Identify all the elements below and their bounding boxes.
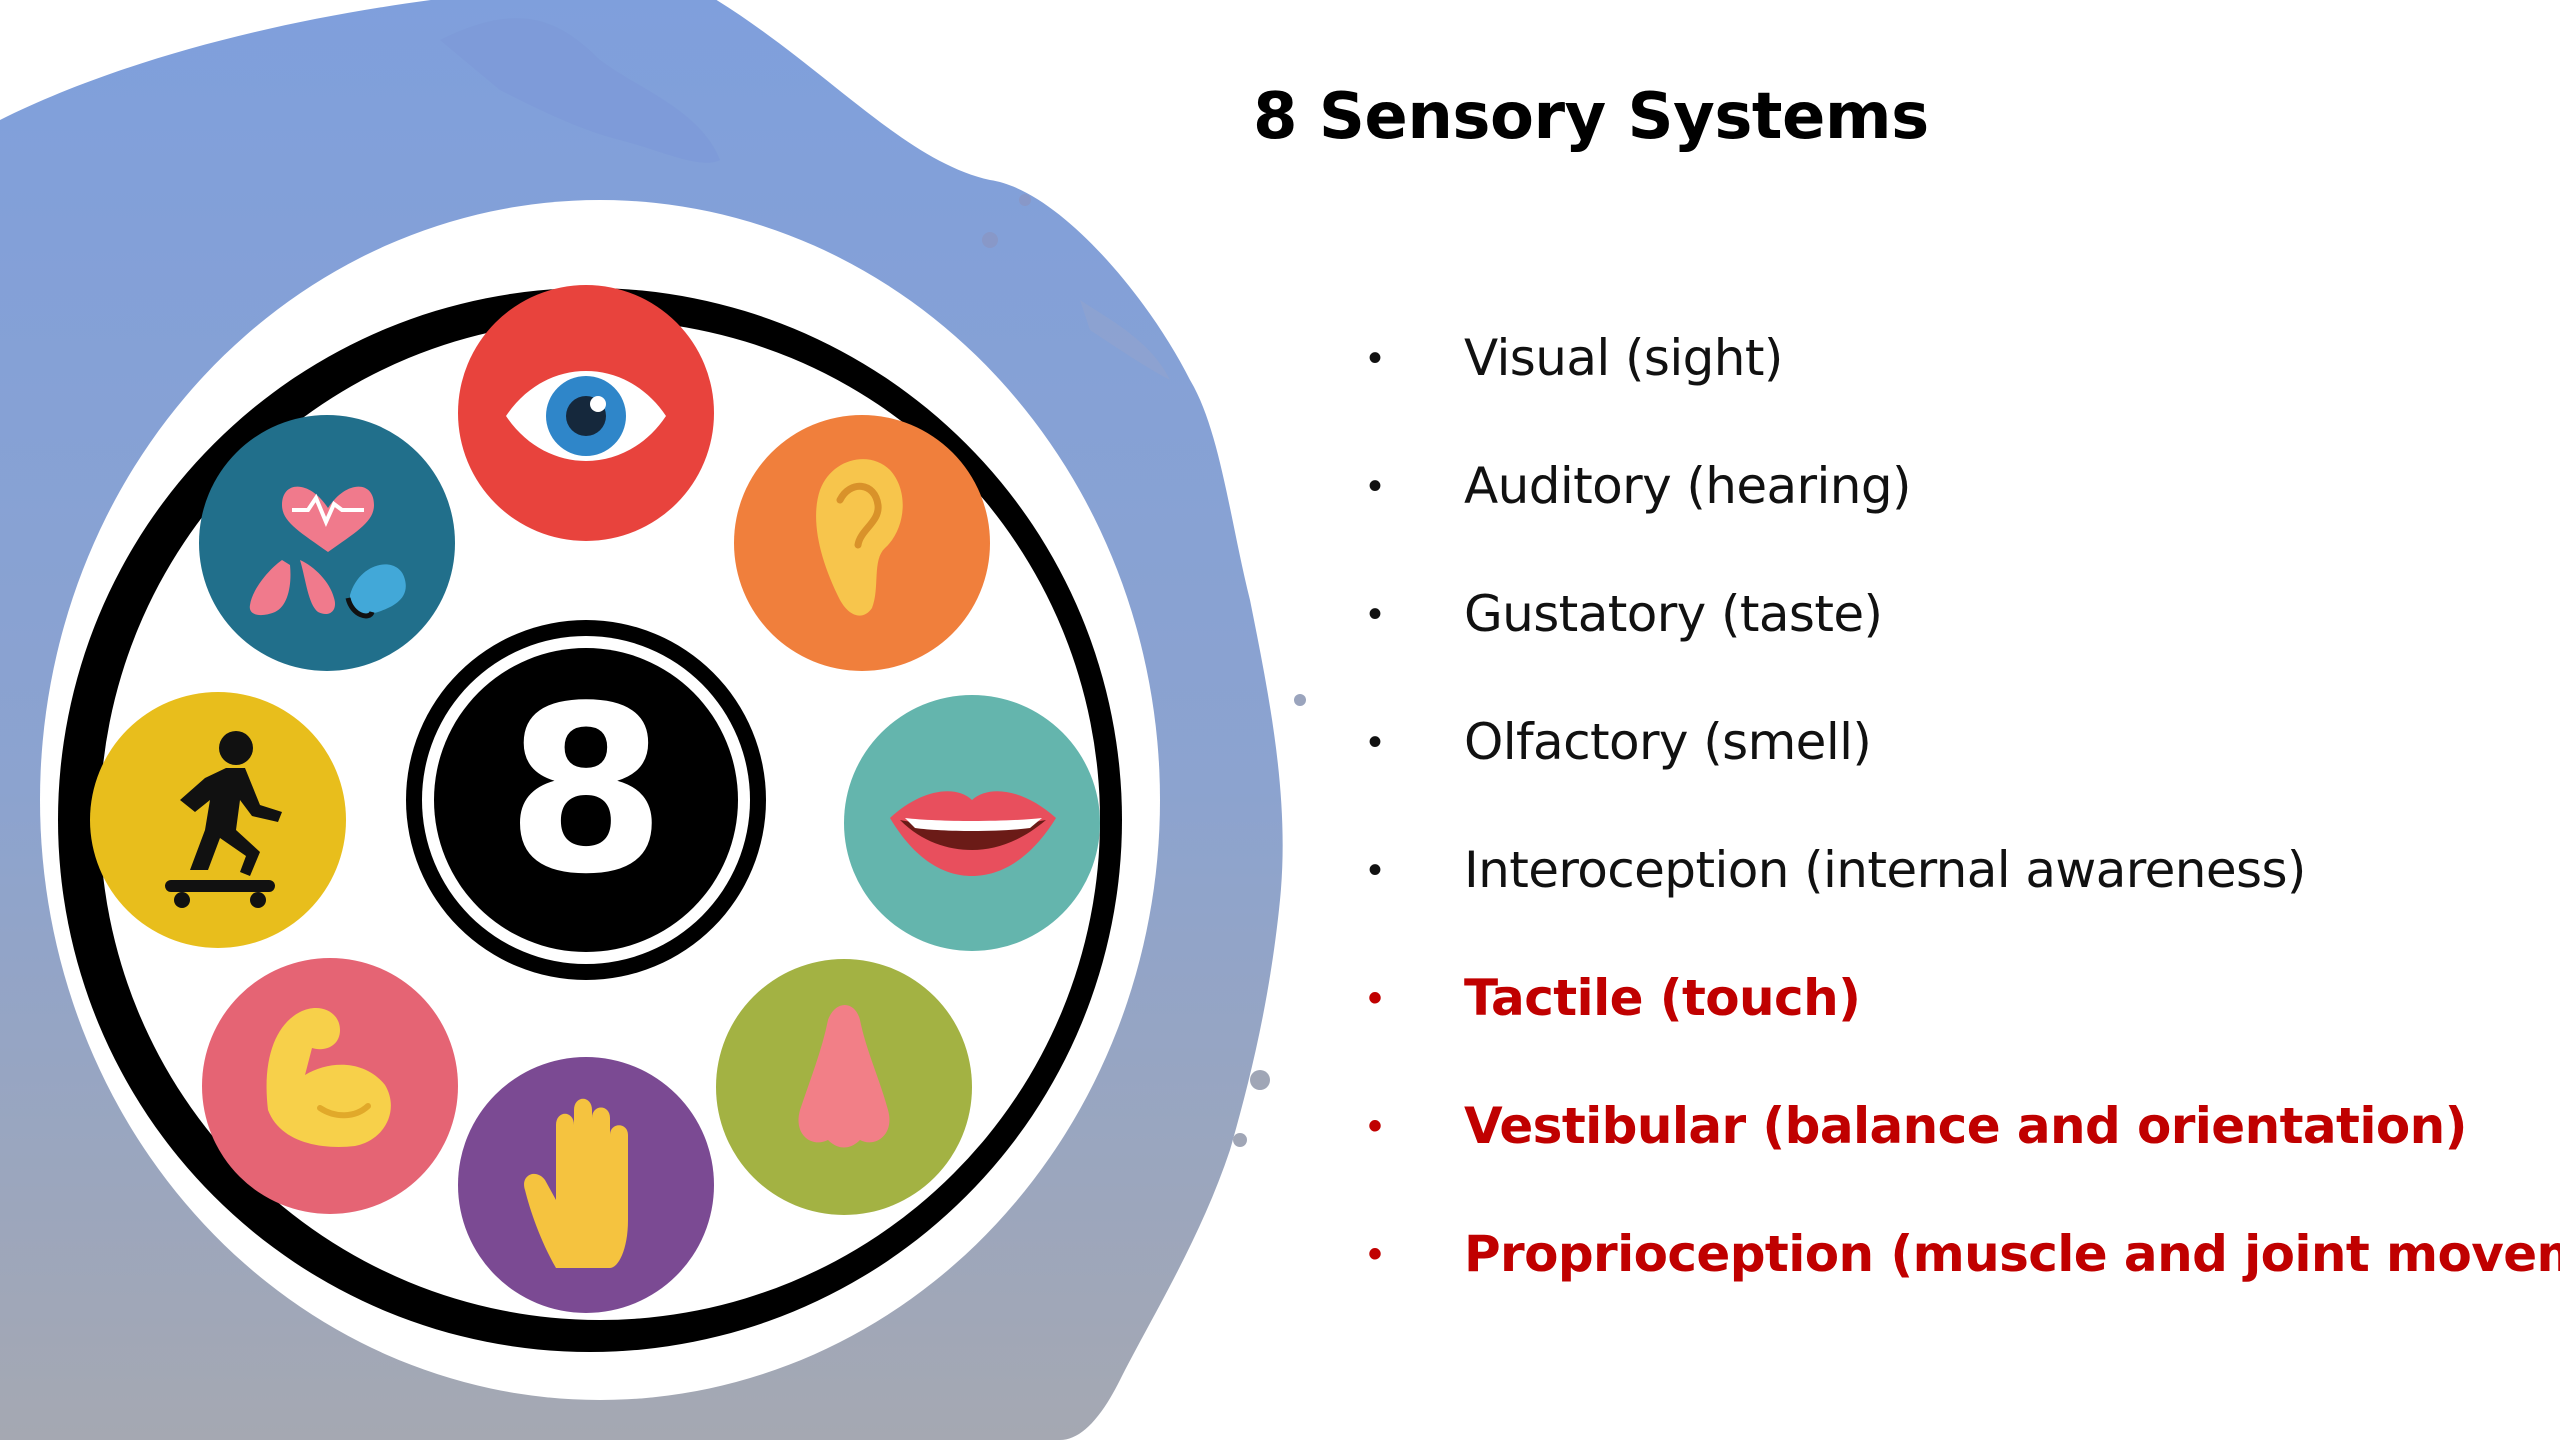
nose-icon [716,959,972,1215]
slide-title: 8 Sensory Systems [1253,80,1929,154]
skateboarder-icon [90,692,346,948]
hand-icon [458,1057,714,1313]
bullet-icon: • [1368,336,1383,380]
sensory-list: • Visual (sight) • Auditory (hearing) • … [1360,330,2560,1354]
sensory-wheel-graphic: 8 [0,0,1306,1440]
bullet-icon: • [1368,976,1383,1020]
bullet-icon: • [1368,1232,1383,1276]
list-item-text: Olfactory (smell) [1464,713,1872,771]
list-item-text: Visual (sight) [1464,329,1783,387]
list-item: • Auditory (hearing) [1360,458,2560,586]
bullet-icon: • [1368,464,1383,508]
list-item-text: Gustatory (taste) [1464,585,1883,643]
bullet-icon: • [1368,1104,1383,1148]
list-item: • Interoception (internal awareness) [1360,842,2560,970]
list-item-highlighted: • Proprioception (muscle and joint movem… [1360,1226,2560,1354]
center-eight-badge: 8 [406,620,766,980]
ear-icon [734,415,990,671]
center-numeral: 8 [506,658,666,925]
list-item-highlighted: • Tactile (touch) [1360,970,2560,1098]
eye-icon [458,285,714,541]
muscle-icon [202,958,458,1214]
organs-icon [199,415,455,671]
bullet-icon: • [1368,720,1383,764]
list-item-text: Proprioception (muscle and joint movemen… [1464,1225,2560,1283]
list-item-text: Vestibular (balance and orientation) [1464,1097,2467,1155]
list-item-highlighted: • Vestibular (balance and orientation) [1360,1098,2560,1226]
list-item-text: Interoception (internal awareness) [1464,841,2306,899]
mouth-icon [844,695,1100,951]
list-item-text: Auditory (hearing) [1464,457,1912,515]
list-item: • Gustatory (taste) [1360,586,2560,714]
bullet-icon: • [1368,848,1383,892]
bullet-icon: • [1368,592,1383,636]
list-item: • Visual (sight) [1360,330,2560,458]
list-item: • Olfactory (smell) [1360,714,2560,842]
list-item-text: Tactile (touch) [1464,969,1861,1027]
